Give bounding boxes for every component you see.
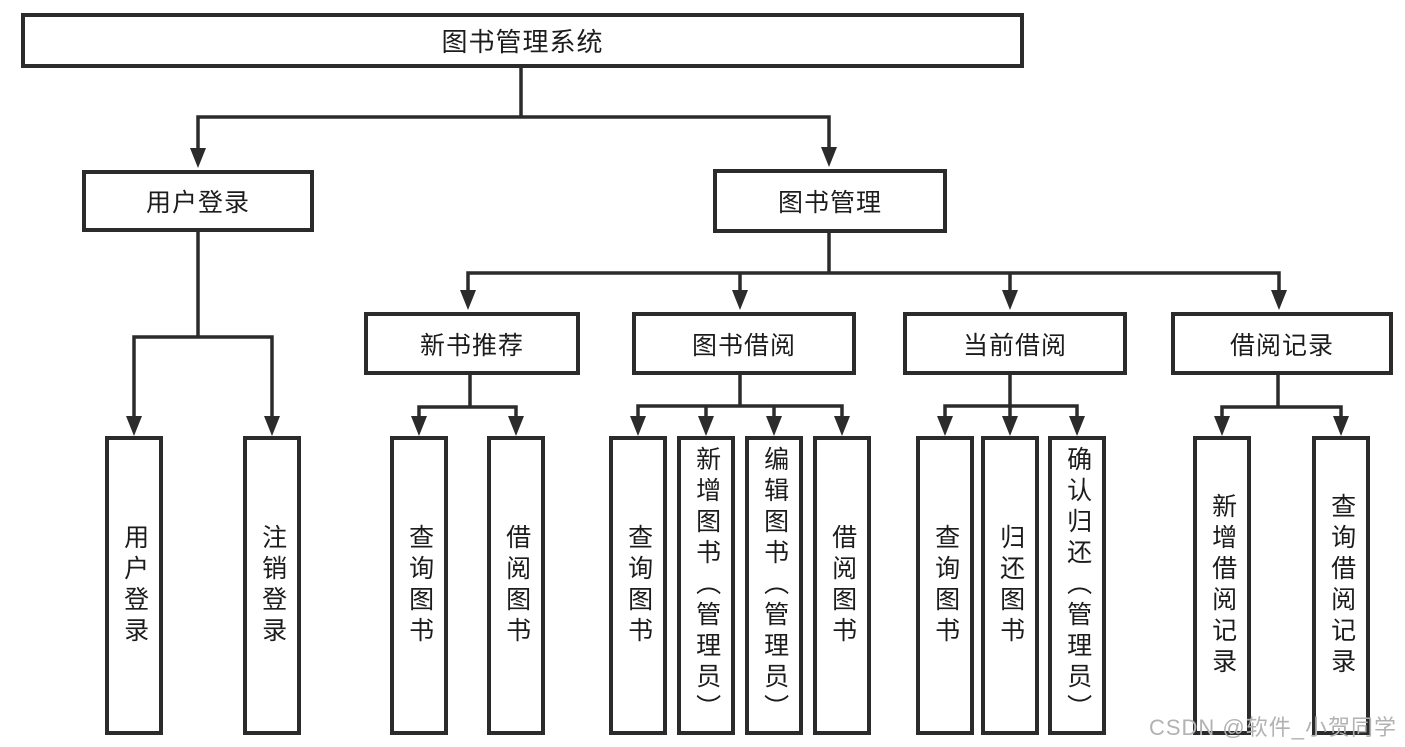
connector-book-borrowing-split [630,373,850,436]
node-label: 当前借阅 [962,331,1067,360]
arrow-down-icon [1002,290,1018,310]
arrow-down-icon [698,416,714,436]
leaf-label: 新增图书（管理员） [692,446,721,725]
leaf-label: 查询图书 [405,523,434,648]
arrow-down-icon [264,416,280,436]
node-user-login: 用户登录 [82,170,314,232]
leaf-borrow-books: 借阅图书 [813,436,871,735]
leaf-add-book-admin: 新增图书（管理员） [677,436,735,735]
arrow-down-icon [732,290,748,310]
leaf-logout-login: 注销登录 [243,436,301,735]
arrow-down-icon [1271,290,1287,310]
leaf-label: 注销登录 [258,523,287,648]
leaf-label: 查询图书 [624,523,653,648]
node-borrowing-records: 借阅记录 [1171,312,1393,375]
leaf-confirm-return-admin: 确认归还（管理员） [1048,436,1106,735]
leaf-label: 查询图书 [931,523,960,648]
arrow-down-icon [766,416,782,436]
leaf-label: 查询借阅记录 [1327,492,1356,679]
arrow-down-icon [834,416,850,436]
node-book-management: 图书管理 [713,169,947,233]
node-label: 新书推荐 [419,331,524,360]
connector-borrowing-records-split [1214,373,1349,436]
arrow-down-icon [1214,416,1230,436]
connector-book-management-split [460,231,1287,310]
leaf-query-borrow-record: 查询借阅记录 [1312,436,1370,735]
arrow-down-icon [460,290,476,310]
node-label: 借阅记录 [1229,331,1334,360]
arrow-down-icon [126,416,142,436]
leaf-add-borrow-record: 新增借阅记录 [1193,436,1251,735]
leaf-query-books-current: 查询图书 [916,436,974,735]
arrow-down-icon [190,148,206,168]
leaf-label: 归还图书 [996,523,1025,648]
leaf-query-books-borrowing: 查询图书 [609,436,667,735]
csdn-watermark: CSDN @软件_小贺同学 [1148,715,1397,740]
arrow-down-icon [1069,416,1085,436]
leaf-label: 新增借阅记录 [1208,492,1237,679]
connector-user-login-split [126,230,280,436]
node-new-book-recommend: 新书推荐 [364,312,580,375]
arrow-down-icon [411,416,427,436]
leaf-return-books: 归还图书 [981,436,1039,735]
leaf-label: 编辑图书（管理员） [760,446,789,725]
arrow-down-icon [630,416,646,436]
connector-new-book-split [411,373,524,436]
leaf-query-books-recommend: 查询图书 [390,436,448,735]
connector-root-split [190,66,837,168]
node-book-borrowing: 图书借阅 [632,312,856,375]
node-label: 用户登录 [145,189,250,217]
leaf-borrow-books-recommend: 借阅图书 [487,436,545,735]
arrow-down-icon [508,416,524,436]
leaf-edit-book-admin: 编辑图书（管理员） [745,436,803,735]
leaf-label: 借阅图书 [828,523,857,648]
leaf-user-login: 用户登录 [105,436,163,735]
node-root-system: 图书管理系统 [21,13,1024,68]
arrow-down-icon [1002,416,1018,436]
node-current-borrowing: 当前借阅 [903,312,1127,375]
leaf-label: 确认归还（管理员） [1063,446,1092,725]
node-label: 图书管理系统 [441,27,604,57]
leaf-label: 借阅图书 [502,523,531,648]
arrow-down-icon [1333,416,1349,436]
node-label: 图书借阅 [691,331,796,360]
arrow-down-icon [821,147,837,167]
connector-current-borrowing-split [937,373,1085,436]
arrow-down-icon [937,416,953,436]
node-label: 图书管理 [777,189,882,217]
leaf-label: 用户登录 [120,523,149,648]
